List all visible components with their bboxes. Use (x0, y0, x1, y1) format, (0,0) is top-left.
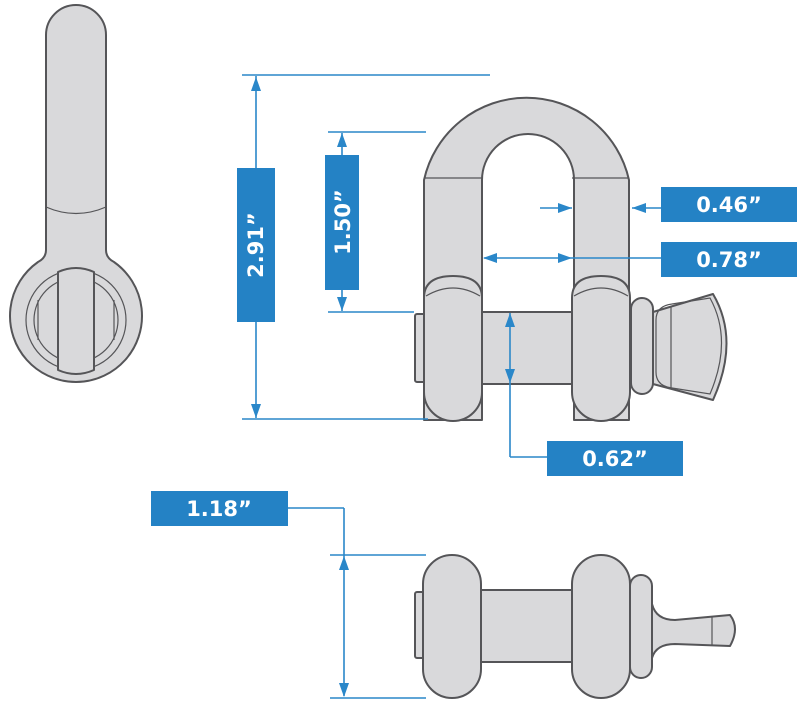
label-box-overall-height (237, 168, 275, 322)
label-inside-width: 0.78” (696, 248, 762, 272)
pin-collar (630, 297, 654, 395)
top-view-wing-handle (651, 603, 736, 659)
label-inside-length: 1.50” (331, 189, 355, 255)
top-view-right-eye (571, 554, 631, 699)
label-box-body-diameter (661, 187, 797, 222)
dimension-inside-width: 0.78” (483, 242, 797, 277)
front-view (414, 96, 728, 422)
dimension-inside-length: 1.50” (325, 131, 426, 313)
label-pin-diameter: 0.62” (582, 447, 648, 471)
label-box-bow-width (151, 491, 288, 526)
label-bow-width: 1.18” (186, 497, 252, 521)
top-view (414, 554, 736, 699)
side-view-body (9, 4, 143, 383)
dimension-overall-height: 2.91” (237, 74, 490, 420)
right-eye (571, 275, 631, 422)
label-overall-height: 2.91” (244, 212, 268, 278)
left-eye (423, 275, 483, 422)
label-body-diameter: 0.46” (696, 193, 762, 217)
top-view-pin-shaft (477, 589, 577, 663)
label-box-pin-diameter (547, 441, 683, 476)
side-view-pin-flat (57, 267, 95, 375)
top-view-collar (629, 574, 653, 679)
top-view-left-eye (422, 554, 482, 699)
side-view (9, 4, 143, 383)
label-box-inside-width (661, 242, 797, 277)
side-view-seam (45, 206, 107, 215)
dimension-bow-width: 1.18” (151, 491, 426, 699)
dimension-body-diameter: 0.46” (540, 187, 797, 222)
label-box-inside-length (325, 155, 359, 290)
dimension-pin-diameter: 0.62” (505, 313, 683, 476)
pin-shaft (479, 311, 577, 385)
